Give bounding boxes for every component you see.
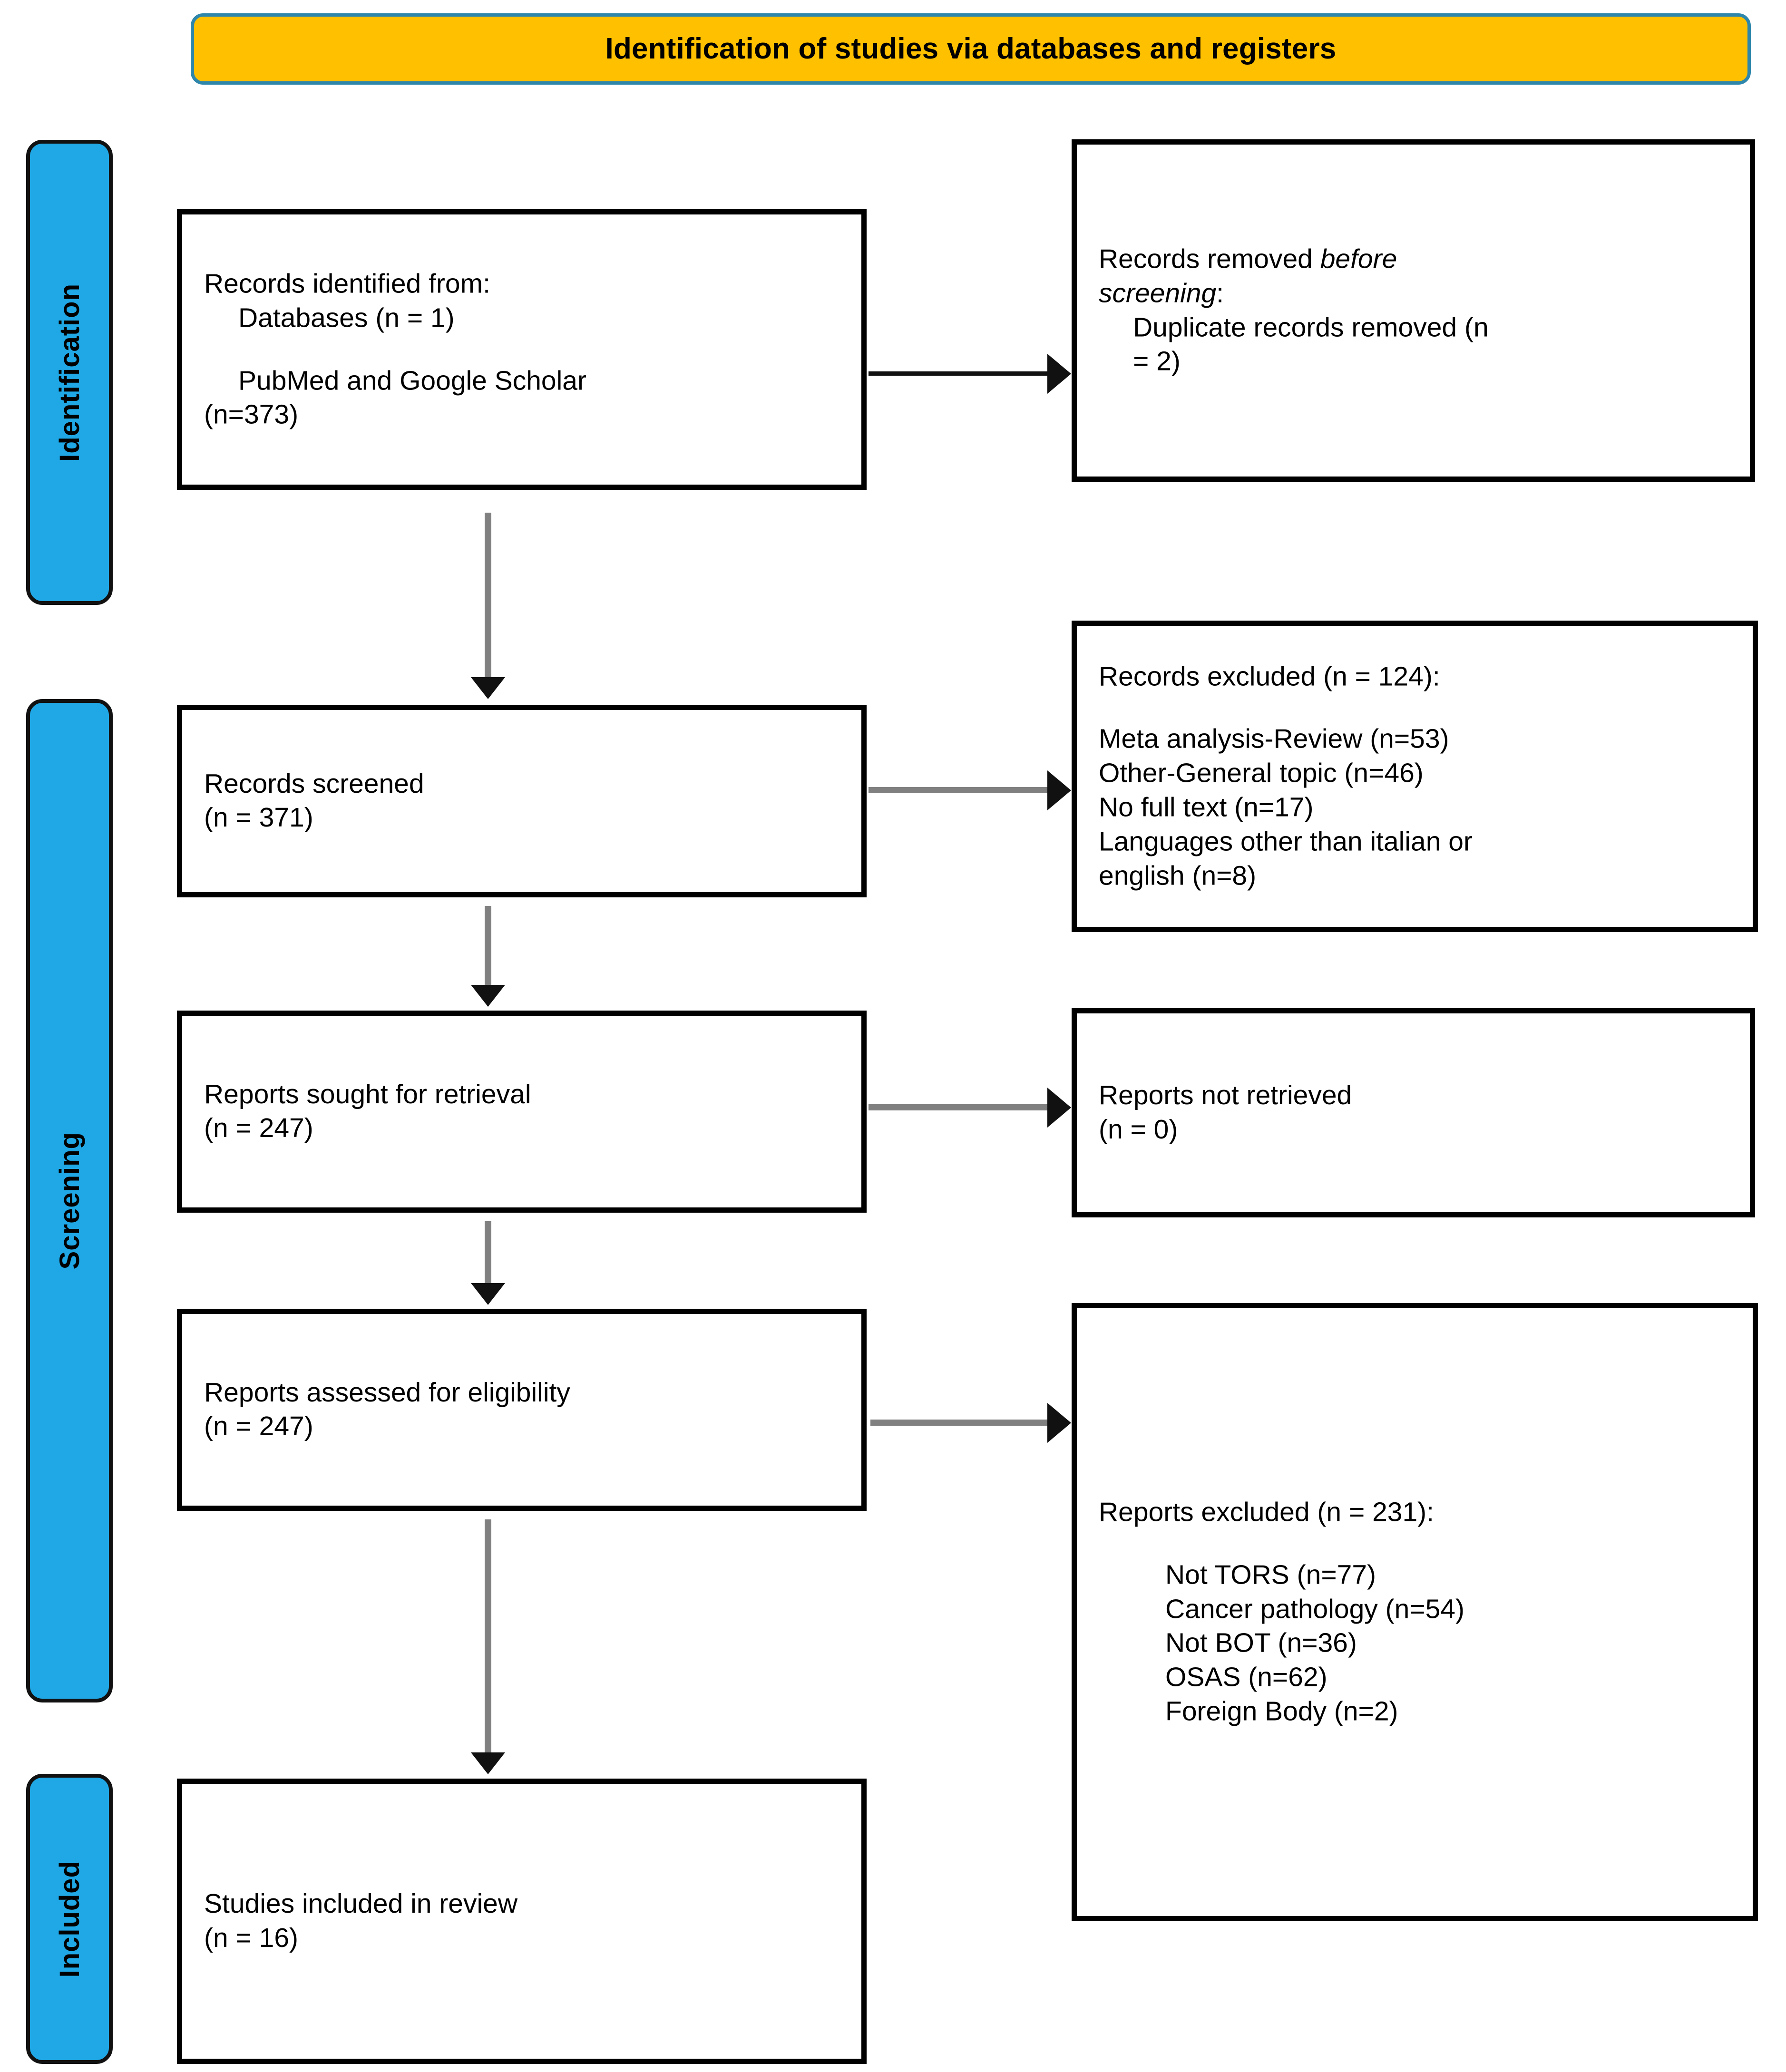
box-records-screened-content: Records screened (n = 371)	[182, 767, 861, 836]
records-excluded-spacer	[1099, 694, 1731, 722]
records-removed-line-4: = 2)	[1133, 346, 1181, 377]
box-reports-not-retrieved-content: Reports not retrieved (n = 0)	[1077, 1079, 1750, 1147]
studies-included-line-1: Studies included in review	[204, 1888, 518, 1919]
records-identified-line-3: PubMed and Google Scholar	[238, 365, 586, 396]
box-records-removed-content: Records removed before screening: Duplic…	[1077, 242, 1750, 379]
box-records-identified-content: Records identified from: Databases (n = …	[182, 267, 861, 432]
reports-sought-line-1: Reports sought for retrieval	[204, 1079, 531, 1109]
records-removed-line-1: Records removed before	[1099, 242, 1728, 276]
box-studies-included-content: Studies included in review (n = 16)	[182, 1887, 861, 1955]
records-excluded-reason-5: english (n=8)	[1099, 860, 1257, 891]
records-identified-line-1: Records identified from:	[204, 268, 490, 299]
reports-excluded-spacer	[1099, 1529, 1731, 1558]
records-removed-line-2-plain: :	[1216, 278, 1224, 309]
records-identified-spacer	[204, 335, 839, 364]
box-records-removed-before-screening: Records removed before screening: Duplic…	[1072, 139, 1755, 482]
box-records-excluded: Records excluded (n = 124): Meta analysi…	[1072, 621, 1758, 932]
stage-label-screening: Screening	[26, 699, 113, 1702]
studies-included-line-2: (n = 16)	[204, 1923, 299, 1953]
reports-excluded-reason-5: Foreign Body (n=2)	[1165, 1696, 1398, 1727]
reports-excluded-reason-2: Cancer pathology (n=54)	[1165, 1594, 1464, 1625]
box-reports-excluded: Reports excluded (n = 231): Not TORS (n=…	[1072, 1303, 1758, 1921]
reports-excluded-reason-4: OSAS (n=62)	[1165, 1662, 1327, 1693]
box-reports-sought-content: Reports sought for retrieval (n = 247)	[182, 1078, 861, 1146]
reports-sought-line-2: (n = 247)	[204, 1113, 313, 1144]
records-removed-line-3: Duplicate records removed (n	[1133, 312, 1489, 342]
reports-assessed-line-2: (n = 247)	[204, 1411, 313, 1442]
reports-assessed-line-1: Reports assessed for eligibility	[204, 1377, 570, 1408]
arrow-down-assessed-to-included	[485, 1519, 491, 1753]
box-reports-excluded-content: Reports excluded (n = 231): Not TORS (n=…	[1077, 1496, 1753, 1729]
stage-label-included: Included	[26, 1774, 113, 2064]
box-records-identified: Records identified from: Databases (n = …	[177, 209, 867, 490]
records-removed-line-2-italic: screening	[1099, 278, 1217, 309]
arrow-right-assessed-to-reports-excluded	[870, 1420, 1049, 1426]
box-reports-sought-for-retrieval: Reports sought for retrieval (n = 247)	[177, 1011, 867, 1213]
box-records-excluded-content: Records excluded (n = 124): Meta analysi…	[1077, 660, 1753, 893]
arrow-down-sought-to-assessed	[485, 1221, 491, 1284]
records-excluded-reason-3: No full text (n=17)	[1099, 792, 1314, 823]
stage-label-identification: Identification	[26, 140, 113, 605]
diagram-header-banner: Identification of studies via databases …	[191, 13, 1751, 85]
box-studies-included-in-review: Studies included in review (n = 16)	[177, 1779, 867, 2064]
records-screened-line-1: Records screened	[204, 768, 424, 799]
reports-excluded-reason-1: Not TORS (n=77)	[1165, 1559, 1376, 1590]
records-removed-line-1-plain: Records removed	[1099, 243, 1320, 274]
arrow-right-identified-to-removed	[869, 371, 1049, 376]
records-removed-line-1-italic: before	[1320, 243, 1397, 274]
records-excluded-reason-1: Meta analysis-Review (n=53)	[1099, 723, 1449, 754]
arrow-right-screened-to-records-excluded	[869, 787, 1049, 793]
records-excluded-reason-2: Other-General topic (n=46)	[1099, 758, 1424, 788]
arrow-down-screened-to-sought	[485, 906, 491, 986]
records-removed-line-2: screening:	[1099, 276, 1728, 311]
records-screened-line-2: (n = 371)	[204, 802, 313, 833]
stage-identification-text: Identification	[54, 283, 85, 462]
records-excluded-heading: Records excluded (n = 124):	[1099, 661, 1440, 692]
records-identified-line-2: Databases (n = 1)	[238, 302, 455, 333]
box-records-screened: Records screened (n = 371)	[177, 705, 867, 897]
stage-screening-text: Screening	[54, 1132, 85, 1270]
stage-included-text: Included	[54, 1860, 85, 1978]
diagram-title: Identification of studies via databases …	[605, 32, 1337, 65]
arrow-down-identified-to-screened	[485, 513, 491, 678]
records-identified-line-4: (n=373)	[204, 399, 299, 430]
box-reports-assessed-for-eligibility: Reports assessed for eligibility (n = 24…	[177, 1309, 867, 1511]
arrow-right-sought-to-not-retrieved	[869, 1104, 1049, 1110]
box-reports-assessed-content: Reports assessed for eligibility (n = 24…	[182, 1376, 861, 1444]
box-reports-not-retrieved: Reports not retrieved (n = 0)	[1072, 1008, 1755, 1217]
reports-excluded-reason-3: Not BOT (n=36)	[1165, 1628, 1357, 1658]
reports-not-retrieved-line-1: Reports not retrieved	[1099, 1080, 1352, 1111]
reports-excluded-heading: Reports excluded (n = 231):	[1099, 1497, 1434, 1527]
reports-not-retrieved-line-2: (n = 0)	[1099, 1114, 1178, 1145]
records-excluded-reason-4: Languages other than italian or	[1099, 826, 1473, 857]
